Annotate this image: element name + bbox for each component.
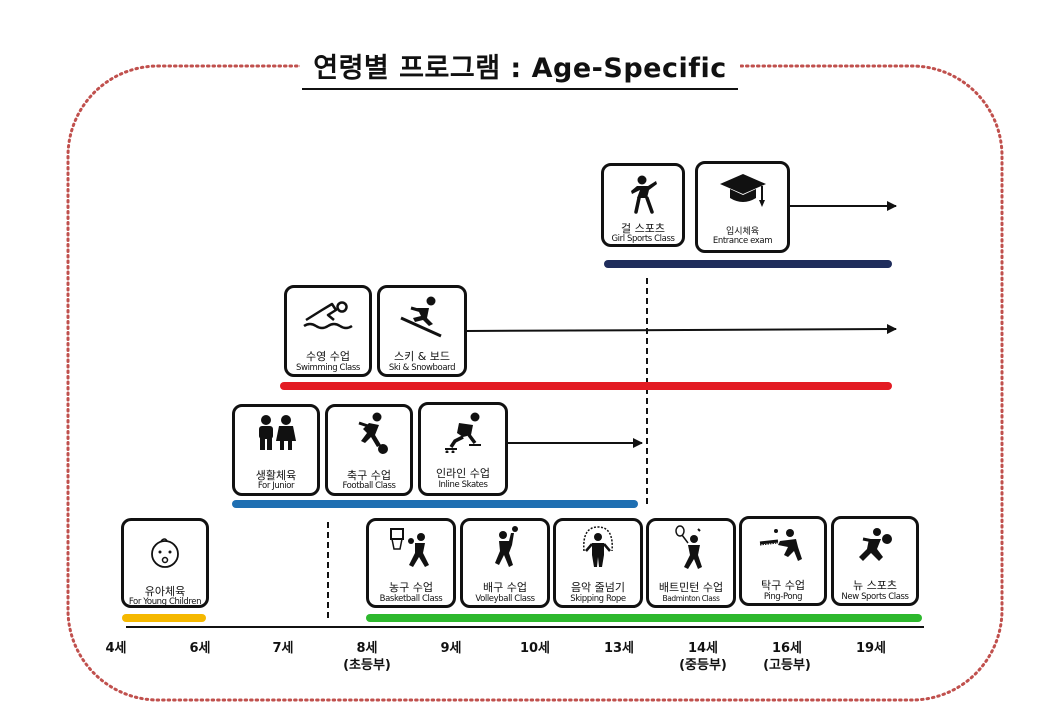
- program-label-kr: 농구 수업: [389, 581, 433, 594]
- age-label: 8세: [356, 641, 378, 656]
- program-label-en: Entrance exam: [712, 236, 773, 246]
- skier-icon: [400, 296, 442, 338]
- age-label: 19세: [855, 641, 887, 656]
- program-card-skipping-rope[interactable]: 음악 줄넘기 Skipping Rope: [553, 518, 643, 608]
- program-label-en: Basketball Class: [379, 594, 443, 604]
- age-tick-16: 16세 (고등부): [752, 640, 822, 674]
- program-card-junior[interactable]: 생활체육 For Junior: [232, 404, 320, 496]
- program-card-swimming[interactable]: 수영 수업 Swimming Class: [284, 285, 372, 377]
- graduation-cap-icon: [719, 174, 766, 207]
- age-tick-7: 7세: [248, 640, 318, 657]
- range-bar-yellow: [122, 614, 206, 622]
- program-label-en: For Young Children: [128, 597, 202, 607]
- age-label: 6세: [189, 641, 211, 656]
- program-label-en: Swimming Class: [296, 363, 360, 373]
- range-bar-blue: [232, 500, 638, 508]
- inline-skater-icon: [445, 412, 481, 453]
- age-axis: [126, 626, 924, 628]
- arrow-ski: [465, 324, 897, 335]
- program-label-kr: 수영 수업: [306, 350, 350, 363]
- age-label: 4세: [105, 641, 127, 656]
- age-label: 14세: [687, 641, 719, 656]
- age-tick-10: 10세: [500, 640, 570, 657]
- program-card-new-sports[interactable]: 뉴 스포츠 New Sports Class: [831, 516, 919, 606]
- program-label-en: Inline Skates: [438, 480, 488, 490]
- age-tick-14: 14세 (중등부): [668, 640, 738, 674]
- age-tick-9: 9세: [416, 640, 486, 657]
- program-label-en: Volleyball Class: [475, 594, 535, 604]
- age-tick-4: 4세: [81, 640, 151, 657]
- swimmer-icon: [303, 301, 353, 330]
- range-bar-navy: [604, 260, 892, 268]
- program-card-entrance-exam[interactable]: 입시체육 Entrance exam: [695, 161, 790, 253]
- program-label-en: Girl Sports Class: [611, 234, 675, 244]
- program-card-ski[interactable]: 스키 & 보드 Ski & Snowboard: [377, 285, 467, 377]
- new-sports-icon: [859, 528, 892, 561]
- age-tick-13: 13세: [584, 640, 654, 657]
- age-tick-19: 19세: [836, 640, 906, 657]
- program-card-basketball[interactable]: 농구 수업 Basketball Class: [366, 518, 456, 608]
- program-label-kr: 배구 수업: [483, 581, 527, 594]
- program-label-kr: 생활체육: [255, 469, 297, 482]
- program-card-young-children[interactable]: 유아체육 For Young Children: [121, 518, 209, 608]
- program-label-en: New Sports Class: [841, 592, 909, 602]
- program-card-badminton[interactable]: 배트민턴 수업 Badminton Class: [646, 518, 736, 608]
- girl-running-icon: [631, 175, 657, 214]
- program-label-kr: 인라인 수업: [435, 467, 491, 480]
- volleyball-player-icon: [495, 526, 518, 567]
- program-label-kr: 축구 수업: [347, 469, 391, 482]
- age-group-label: (중등부): [679, 658, 727, 673]
- badminton-player-icon: [675, 525, 702, 569]
- program-card-volleyball[interactable]: 배구 수업 Volleyball Class: [460, 518, 550, 608]
- program-label-en: Football Class: [342, 481, 396, 491]
- dashed-divider-7: [327, 522, 329, 618]
- soccer-player-icon: [358, 412, 388, 454]
- basketball-player-icon: [390, 528, 429, 567]
- page-title: 연령별 프로그램 : Age-Specific: [300, 46, 740, 85]
- children-icon: [259, 415, 296, 450]
- ping-pong-player-icon: [759, 529, 802, 561]
- age-label: 16세: [771, 641, 803, 656]
- program-card-girl-sports[interactable]: 걸 스포츠 Girl Sports Class: [601, 163, 685, 247]
- program-card-football[interactable]: 축구 수업 Football Class: [325, 404, 413, 496]
- baby-face-icon: [151, 538, 179, 568]
- age-group-label: (초등부): [343, 658, 391, 673]
- program-card-inline[interactable]: 인라인 수업 Inline Skates: [418, 402, 508, 496]
- age-label: 13세: [603, 641, 635, 656]
- age-tick-8: 8세 (초등부): [332, 640, 402, 674]
- program-label-en: Badminton Class: [662, 594, 720, 603]
- program-label-kr: 걸 스포츠: [621, 222, 665, 235]
- program-label-kr: 배트민턴 수업: [658, 581, 724, 594]
- title-underline: [302, 88, 738, 90]
- program-label-kr: 음악 줄넘기: [570, 581, 626, 594]
- age-tick-6: 6세: [165, 640, 235, 657]
- program-label-en: Skipping Rope: [570, 594, 626, 604]
- program-label-kr: 뉴 스포츠: [853, 579, 897, 592]
- program-card-ping-pong[interactable]: 탁구 수업 Ping-Pong: [739, 516, 827, 606]
- dashed-divider-13: [646, 278, 648, 504]
- program-label-en: Ski & Snowboard: [388, 363, 456, 373]
- program-label-en: Ping-Pong: [763, 592, 803, 602]
- age-label: 10세: [519, 641, 551, 656]
- program-label-kr: 입시체육: [725, 227, 760, 237]
- program-label-kr: 유아체육: [144, 585, 186, 598]
- age-label: 9세: [440, 641, 462, 656]
- jump-rope-icon: [583, 526, 613, 567]
- program-label-en: For Junior: [257, 481, 295, 491]
- program-label-kr: 스키 & 보드: [393, 350, 451, 363]
- program-label-kr: 탁구 수업: [761, 579, 805, 592]
- age-label: 7세: [272, 641, 294, 656]
- range-bar-red: [280, 382, 892, 390]
- age-group-label: (고등부): [763, 658, 811, 673]
- range-bar-green: [366, 614, 922, 622]
